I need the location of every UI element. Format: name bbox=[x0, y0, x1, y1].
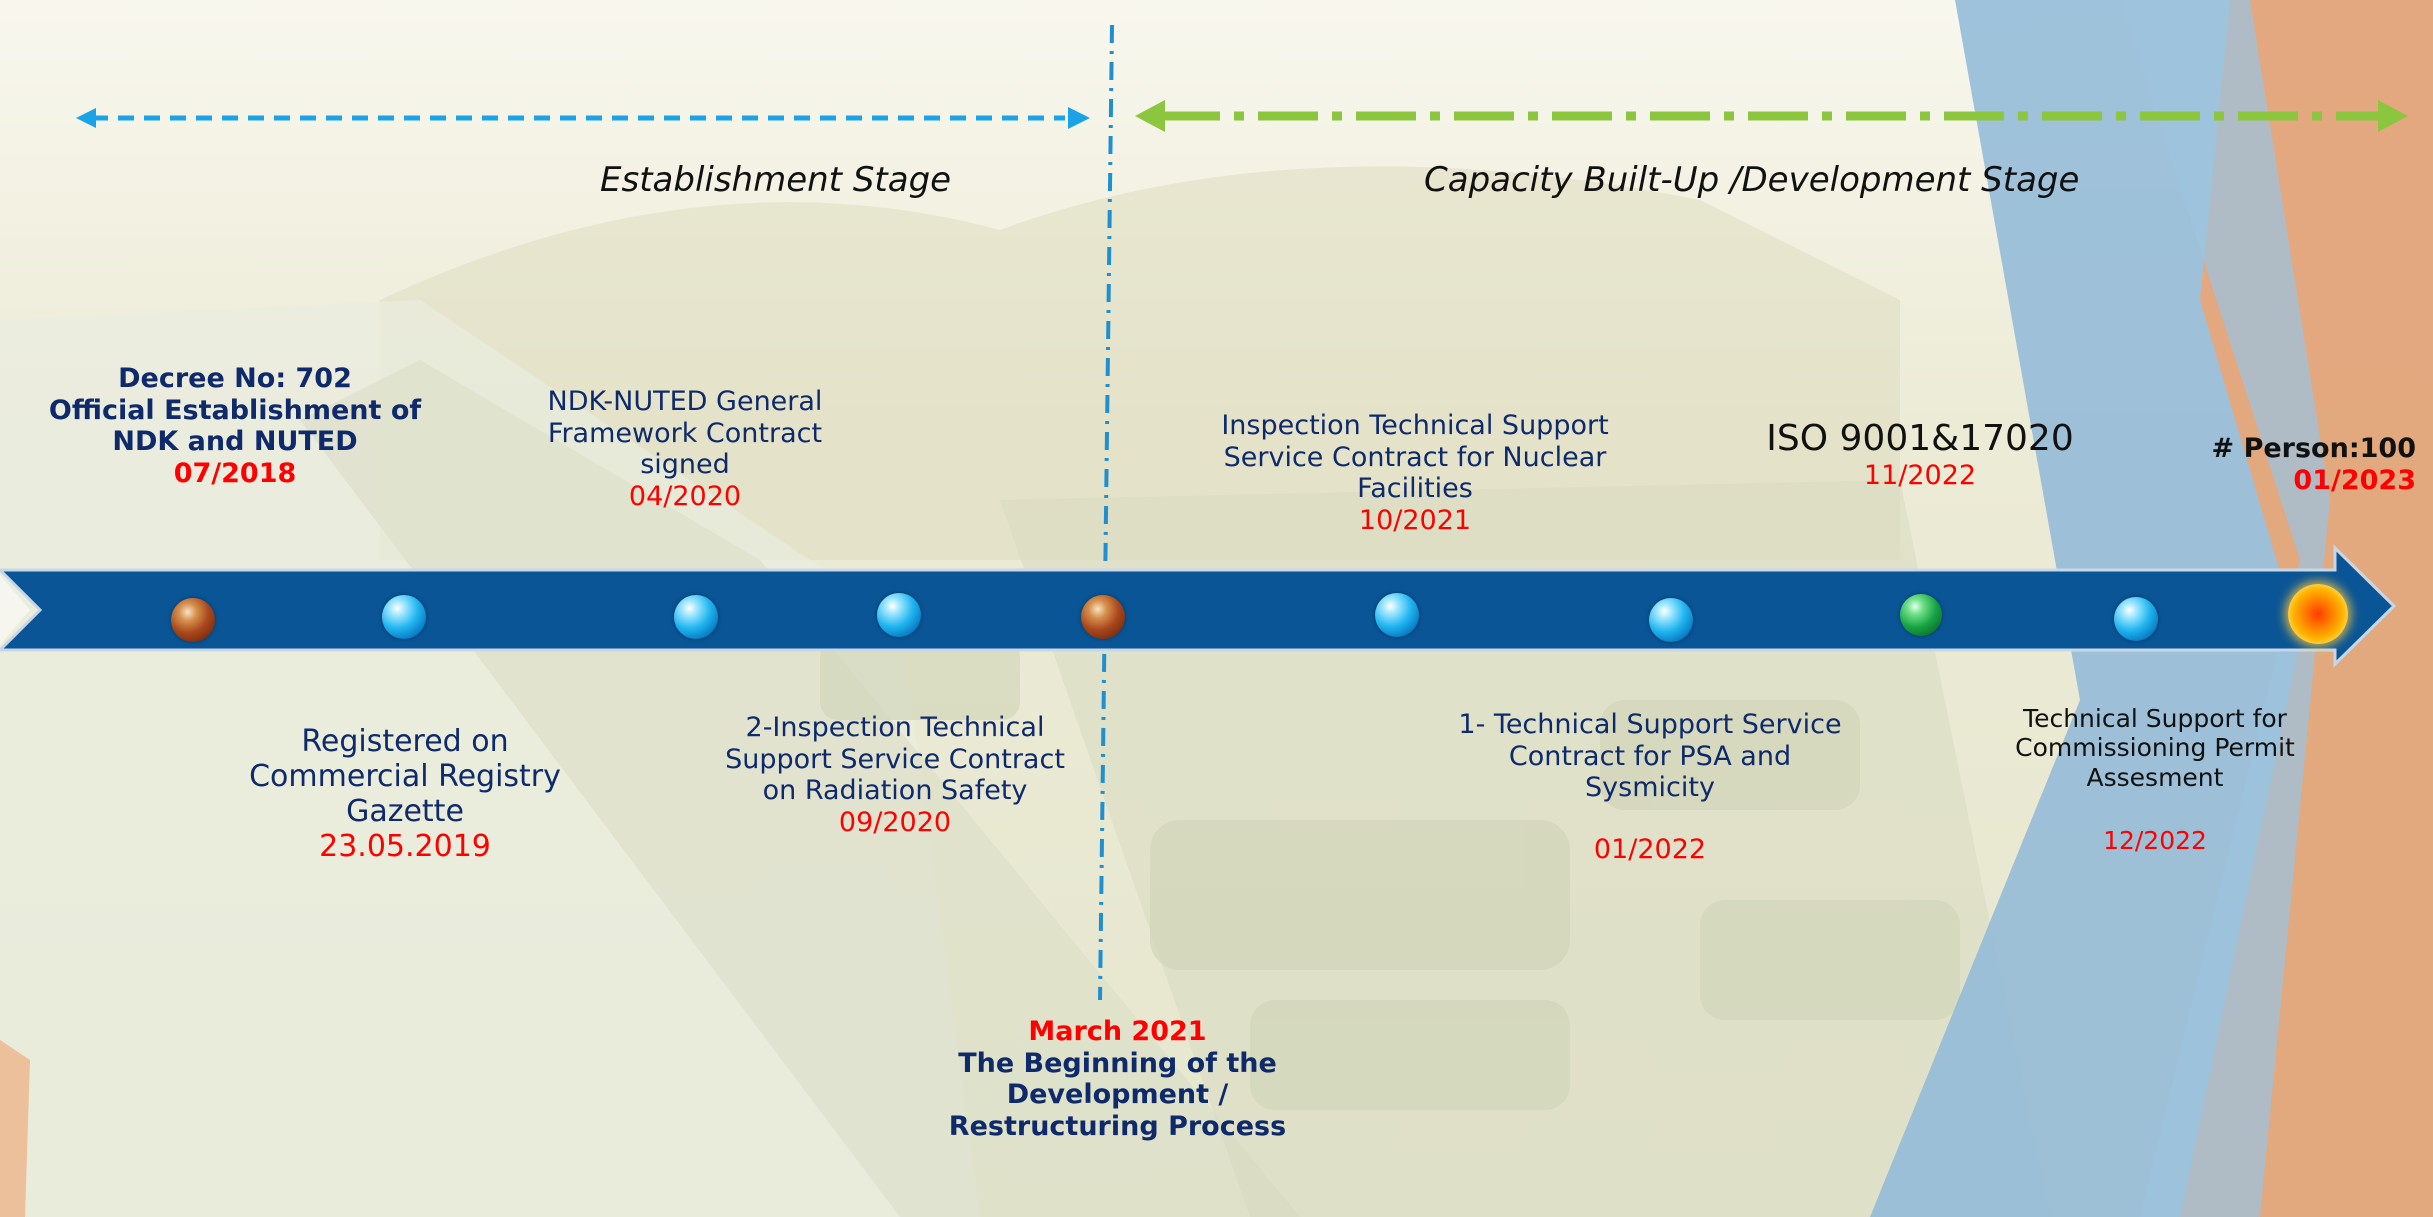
node-2021-03 bbox=[1081, 595, 1125, 639]
commissioning-event: Technical Support for Commissioning Perm… bbox=[1995, 704, 2315, 855]
milestone-event: March 2021 The Beginning of the Developm… bbox=[930, 1016, 1305, 1142]
framework-line-2: Framework Contract bbox=[547, 417, 823, 449]
node-2023-01 bbox=[2288, 584, 2348, 644]
radiation-event: 2-Inspection Technical Support Service C… bbox=[690, 712, 1100, 838]
node-2021-10 bbox=[1375, 593, 1419, 637]
commissioning-line-1: Technical Support for bbox=[2023, 704, 2287, 733]
commissioning-line-3: Assesment bbox=[2086, 762, 2224, 792]
radiation-date: 09/2020 bbox=[838, 806, 952, 838]
inspection-line-2: Service Contract for Nuclear bbox=[1223, 441, 1607, 473]
node-2020-04 bbox=[674, 595, 718, 639]
capacity-arrow bbox=[1135, 100, 2408, 132]
decree-date: 07/2018 bbox=[173, 457, 297, 489]
node-2018 bbox=[171, 598, 215, 642]
establishment-stage-label: Establishment Stage bbox=[600, 160, 952, 200]
milestone-line-2: Development / bbox=[1006, 1079, 1229, 1111]
milestone-date: March 2021 bbox=[1028, 1016, 1207, 1047]
node-2022-11 bbox=[1900, 594, 1942, 636]
milestone-line-3: Restructuring Process bbox=[948, 1110, 1287, 1142]
iso-date: 11/2022 bbox=[1863, 460, 1977, 492]
commissioning-line-2: Commissioning Permit bbox=[2015, 733, 2295, 763]
psa-line-1: 1- Technical Support Service bbox=[1458, 709, 1842, 740]
psa-line-3: Sysmicity bbox=[1585, 772, 1715, 804]
node-2019 bbox=[382, 595, 426, 639]
node-2020-09 bbox=[877, 593, 921, 637]
decree-event: Decree No: 702 Official Establishment of… bbox=[40, 363, 430, 489]
registry-date: 23.05.2019 bbox=[319, 829, 491, 865]
psa-line-2: Contract for PSA and bbox=[1508, 740, 1792, 772]
capacity-stage-label: Capacity Built-Up /Development Stage bbox=[1424, 160, 2080, 200]
iso-title: ISO 9001&17020 bbox=[1766, 418, 2074, 459]
radiation-line-3: on Radiation Safety bbox=[762, 775, 1028, 807]
framework-line-1: NDK-NUTED General bbox=[547, 386, 823, 417]
decree-line-2: Official Establishment of bbox=[48, 394, 422, 426]
milestone-line-1: The Beginning of the bbox=[958, 1047, 1277, 1079]
establishment-arrow bbox=[76, 107, 1090, 129]
framework-date: 04/2020 bbox=[628, 480, 742, 512]
decree-line-3: NDK and NUTED bbox=[112, 426, 358, 458]
registry-line-1: Registered on bbox=[301, 724, 509, 759]
node-2022-01 bbox=[1649, 598, 1693, 642]
decree-line-1: Decree No: 702 bbox=[118, 363, 352, 394]
radiation-line-2: Support Service Contract bbox=[725, 743, 1065, 775]
inspection-event: Inspection Technical Support Service Con… bbox=[1200, 410, 1630, 536]
radiation-line-1: 2-Inspection Technical bbox=[745, 712, 1045, 743]
registry-event: Registered on Commercial Registry Gazett… bbox=[235, 724, 575, 864]
stage-divider bbox=[1098, 24, 1114, 1001]
inspection-line-1: Inspection Technical Support bbox=[1221, 410, 1609, 441]
inspection-line-3: Facilities bbox=[1357, 473, 1473, 505]
framework-line-3: signed bbox=[640, 449, 730, 481]
psa-event: 1- Technical Support Service Contract fo… bbox=[1420, 709, 1880, 865]
person-label: # Person:100 bbox=[2211, 433, 2416, 464]
person-event: # Person:100 01/2023 bbox=[2200, 433, 2416, 496]
psa-date: 01/2022 bbox=[1593, 833, 1707, 865]
registry-line-3: Gazette bbox=[346, 794, 464, 830]
commissioning-date: 12/2022 bbox=[2103, 825, 2207, 855]
node-2022-12 bbox=[2114, 597, 2158, 641]
inspection-date: 10/2021 bbox=[1358, 504, 1472, 536]
registry-line-2: Commercial Registry bbox=[249, 759, 561, 795]
iso-event: ISO 9001&17020 11/2022 bbox=[1760, 418, 2080, 492]
framework-event: NDK-NUTED General Framework Contract sig… bbox=[500, 386, 870, 512]
person-date: 01/2023 bbox=[2293, 464, 2416, 496]
